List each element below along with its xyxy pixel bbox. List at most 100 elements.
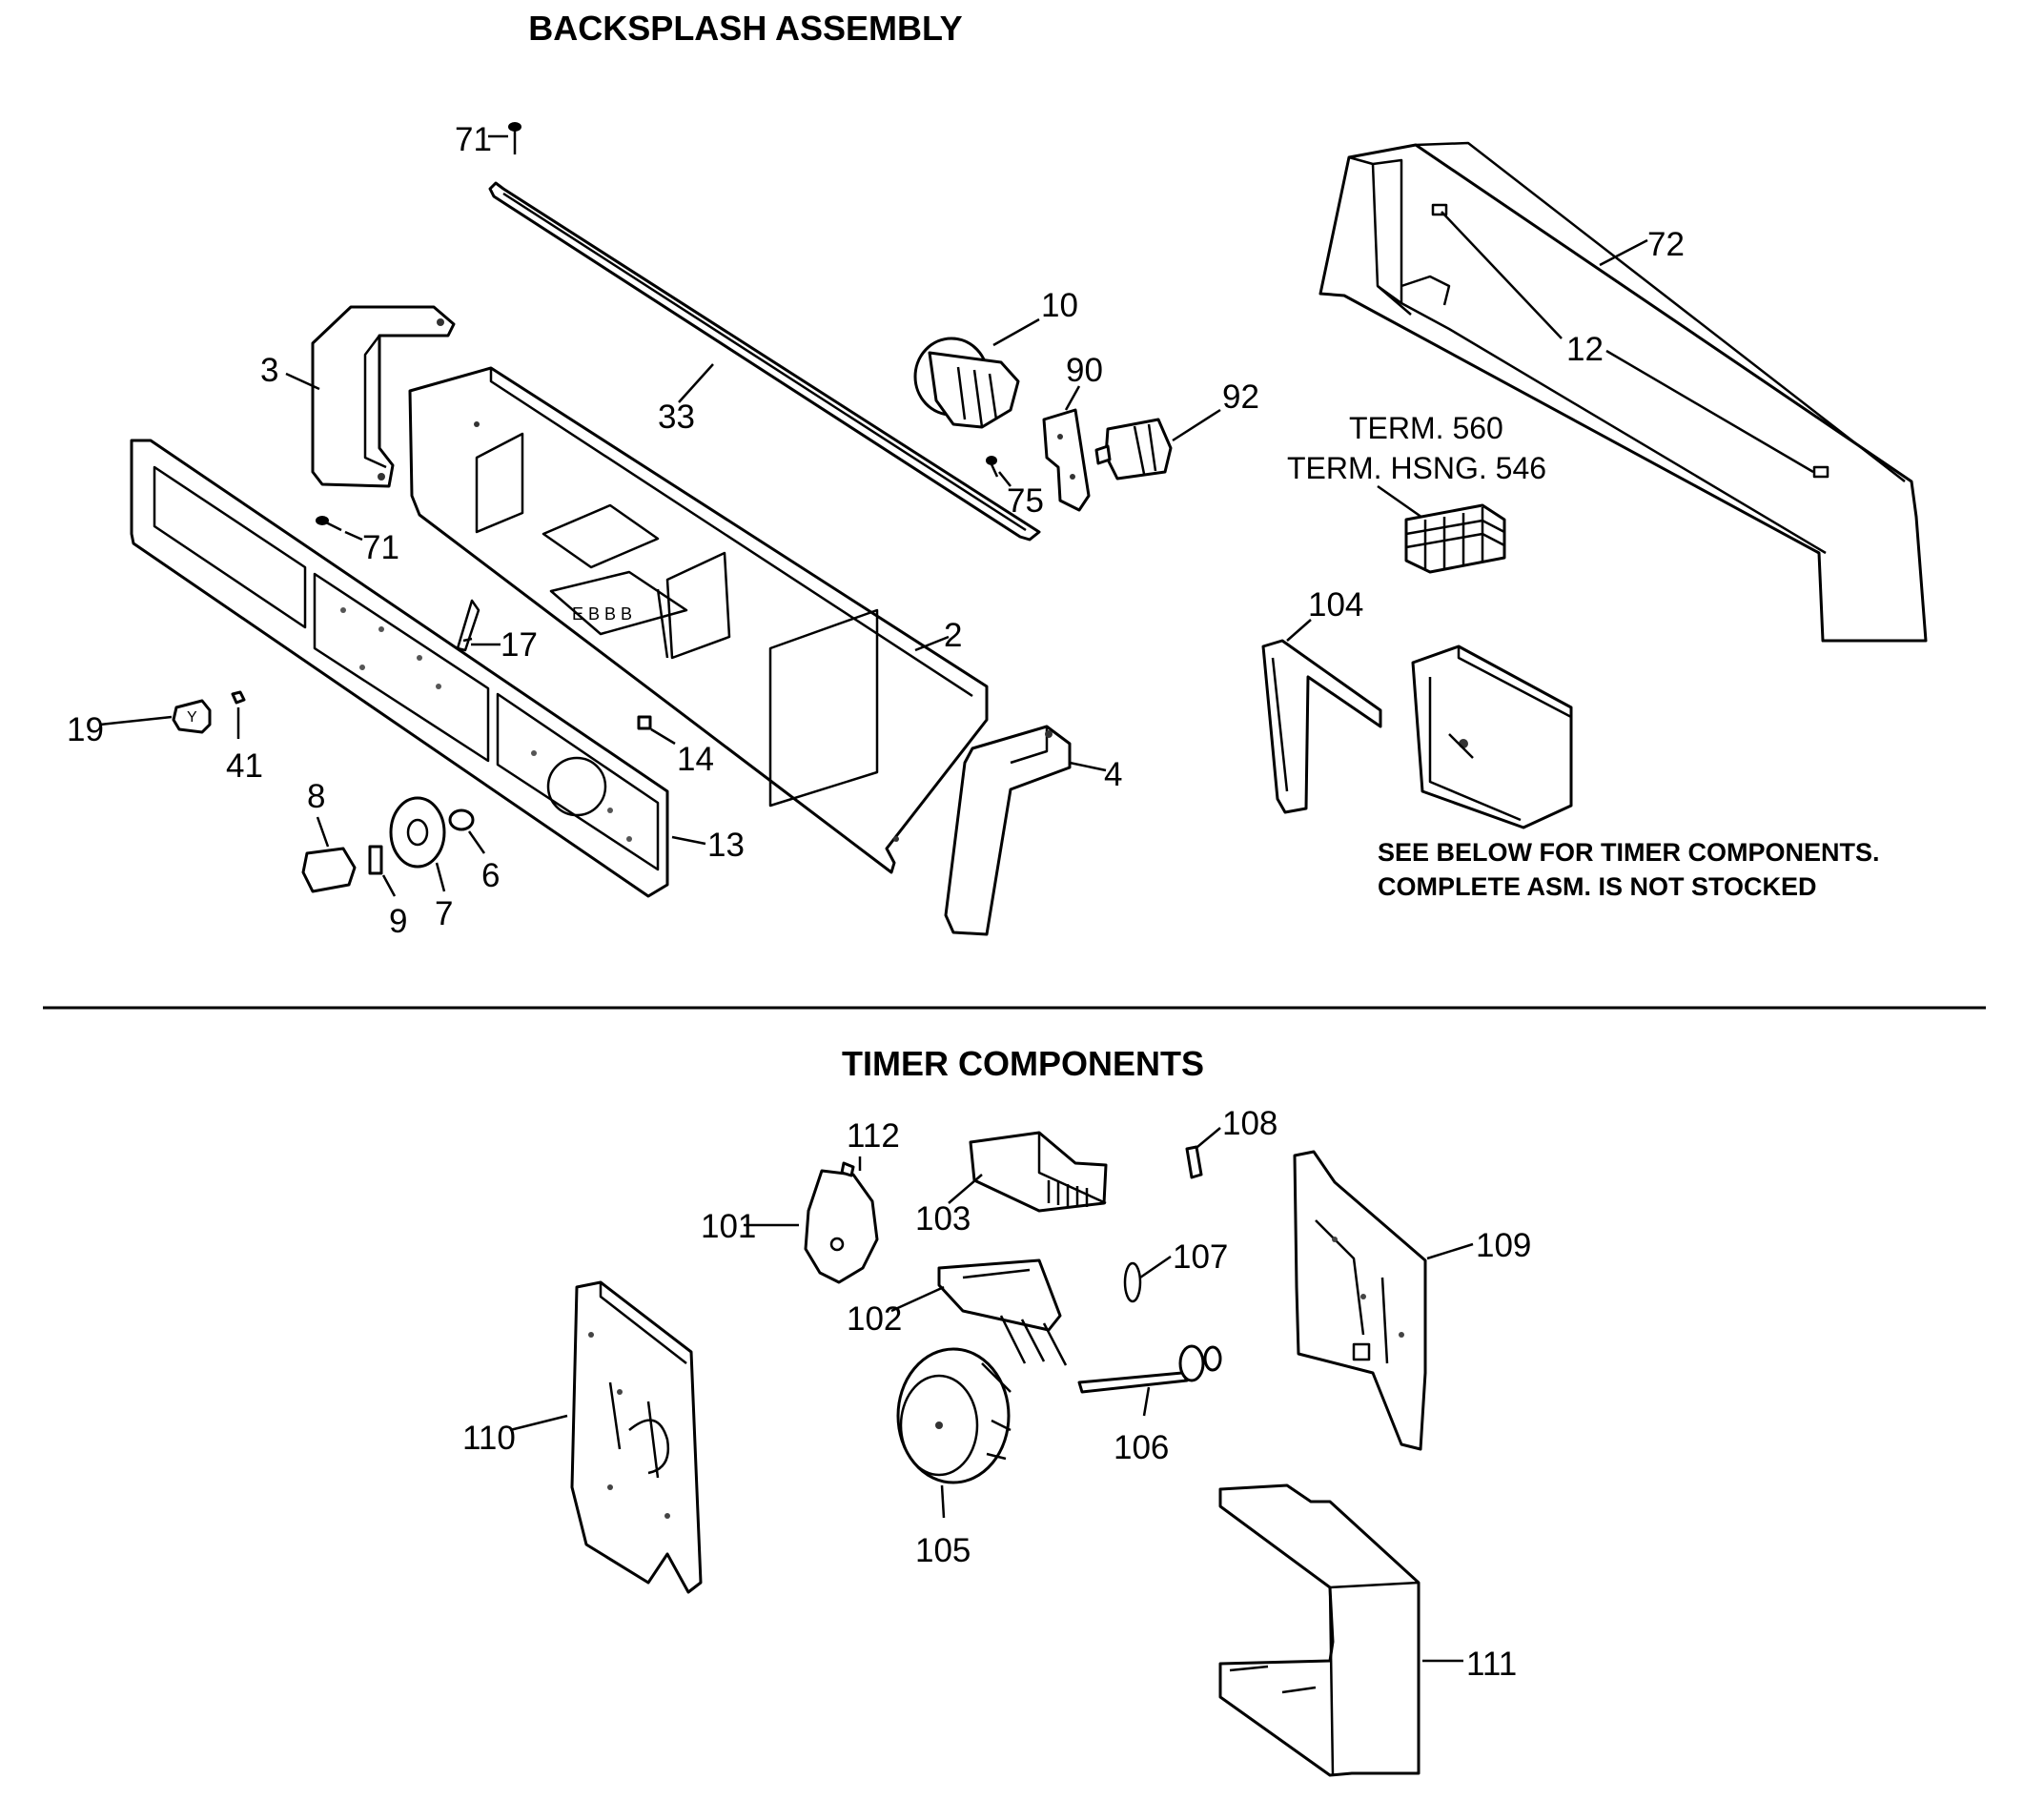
callout-12: 12: [1566, 331, 1604, 368]
knob-6-part: [448, 808, 475, 831]
callout-75: 75: [1007, 482, 1044, 520]
callout-33: 33: [658, 399, 695, 436]
leader-10: [992, 317, 1040, 347]
leader-106: [1142, 1386, 1151, 1417]
note-not-stocked: COMPLETE ASM. IS NOT STOCKED: [1378, 872, 1817, 901]
contact-102-part: [937, 1258, 1068, 1366]
clip-108-part: [1185, 1145, 1203, 1179]
callout-13: 13: [707, 827, 745, 864]
bracket-90-part: [1042, 408, 1091, 512]
leader-110: [509, 1414, 568, 1432]
leader-8: [316, 816, 330, 848]
callout-102: 102: [847, 1300, 902, 1338]
spring-9-part: [368, 845, 383, 875]
leader-3: [285, 372, 320, 391]
callout-2: 2: [944, 617, 962, 654]
leader-105: [940, 1484, 946, 1519]
callout-112: 112: [847, 1117, 900, 1155]
timer-frame-110-part: [570, 1280, 703, 1594]
leader-4: [1069, 761, 1107, 772]
timer-title: TIMER COMPONENTS: [842, 1044, 1204, 1083]
timer-cover-111-part: [1218, 1483, 1421, 1777]
callout-6: 6: [481, 857, 500, 894]
leader-33: [678, 363, 714, 403]
callout-41: 41: [226, 747, 263, 785]
control-housing-part: E B B B: [408, 366, 989, 874]
leader-109: [1426, 1242, 1474, 1260]
callout-90: 90: [1066, 352, 1103, 389]
screw-top-part: [508, 122, 521, 154]
knob-19-part: Y: [172, 699, 212, 734]
leader-2: [914, 635, 950, 652]
shaft-106-part: [1077, 1344, 1222, 1394]
leader-72: [1599, 238, 1648, 267]
term-label: TERM. 560: [1349, 411, 1503, 445]
leader-107: [1139, 1255, 1172, 1279]
leader-104: [1286, 619, 1312, 642]
leader-75: [998, 471, 1012, 487]
rail-part: [488, 181, 1041, 542]
backsplash-cover-part: [1318, 141, 1928, 643]
screw-mid-part: [316, 516, 342, 532]
bracket-104-part: [1261, 639, 1382, 814]
leader-term: [1377, 484, 1426, 522]
leader-7: [435, 862, 446, 892]
callout-103: 103: [915, 1200, 971, 1238]
callout-19: 19: [67, 711, 104, 748]
terminal-strip-103-part: [969, 1131, 1108, 1213]
timer-motor-part: [804, 1161, 879, 1284]
leader-12-a: [1441, 211, 1563, 339]
leader-108: [1196, 1127, 1221, 1148]
cam-105-part: [896, 1347, 1012, 1484]
leader-13: [671, 835, 706, 846]
leader-9: [381, 874, 397, 897]
callout-3: 3: [260, 352, 278, 389]
leader-19: [99, 715, 173, 726]
callout-92: 92: [1222, 378, 1259, 416]
note-see-below: SEE BELOW FOR TIMER COMPONENTS.: [1378, 838, 1880, 867]
callout-110: 110: [462, 1420, 516, 1457]
callout-101: 101: [701, 1208, 756, 1245]
leader-102: [890, 1285, 945, 1313]
wire-clip-part: [456, 599, 480, 652]
leader-6: [467, 830, 486, 854]
leader-71-mid: [344, 530, 363, 542]
callout-17: 17: [501, 626, 538, 664]
leader-92: [1172, 408, 1221, 442]
dial-7-part: [389, 796, 446, 869]
callout-109: 109: [1476, 1227, 1531, 1264]
callout-107: 107: [1173, 1238, 1228, 1276]
clip-41-part: [231, 690, 246, 705]
spring-107-part: [1123, 1261, 1142, 1303]
switch-10-part: [913, 337, 1020, 429]
callout-104: 104: [1308, 586, 1363, 624]
callout-4: 4: [1104, 756, 1122, 793]
timer-assembly-part: [1411, 644, 1573, 829]
end-cap-right-part: [944, 725, 1072, 936]
leader-14: [650, 727, 676, 746]
callout-8: 8: [307, 778, 325, 815]
callout-9: 9: [389, 903, 407, 940]
leader-90: [1064, 385, 1081, 411]
leader-12-b: [1605, 349, 1814, 474]
timer-plate-109-part: [1293, 1150, 1427, 1451]
term-housing-label: TERM. HSNG. 546: [1287, 451, 1546, 485]
callout-14: 14: [677, 741, 714, 778]
end-cap-left-part: [311, 305, 456, 488]
leader-103: [948, 1174, 983, 1204]
callout-71-top: 71: [455, 121, 492, 158]
callout-105: 105: [915, 1532, 971, 1569]
callout-106: 106: [1114, 1429, 1169, 1466]
callout-71-mid: 71: [362, 529, 399, 566]
switch-92-part: [1094, 418, 1173, 481]
callout-10: 10: [1041, 287, 1078, 324]
svg-text:Y: Y: [187, 709, 197, 726]
front-panel-part: [130, 439, 669, 898]
knob-8-part: [301, 847, 357, 893]
callout-7: 7: [435, 895, 453, 932]
screw-75-part: [986, 456, 999, 478]
callout-108: 108: [1222, 1105, 1278, 1142]
terminal-block-part: [1404, 503, 1506, 574]
backsplash-title: BACKSPLASH ASSEMBLY: [528, 9, 962, 48]
